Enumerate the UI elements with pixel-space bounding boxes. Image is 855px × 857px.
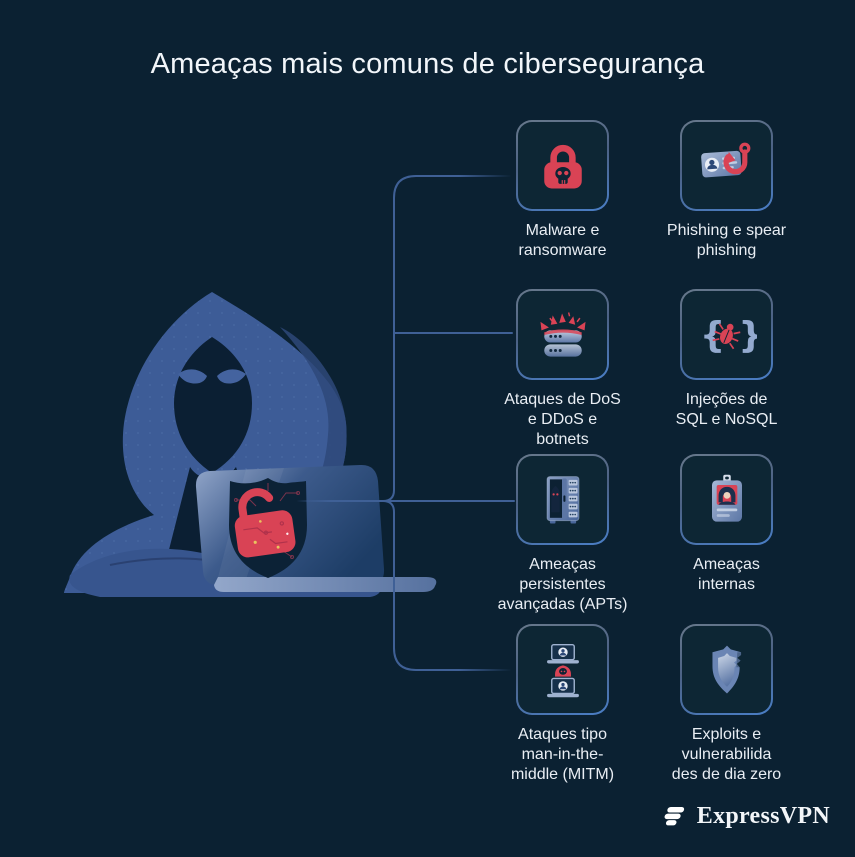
mitm-laptops-icon: [546, 643, 579, 697]
threat-insider: Ameaças internas: [680, 454, 773, 593]
threat-label: Injeções de SQL e NoSQL: [675, 391, 778, 428]
threat-zero-day: Exploits e vulnerabilida des de dia zero: [672, 624, 781, 783]
threat-label: Malware e ransomware: [518, 222, 607, 259]
svg-text:}: }: [738, 315, 757, 356]
top-laptop: [546, 643, 579, 663]
threat-card: [680, 454, 773, 545]
threat-label: Ameaças internas: [693, 556, 760, 593]
threat-card: [516, 120, 609, 211]
threat-card: [516, 454, 609, 545]
threat-card: [680, 624, 773, 715]
code-braces-bug-icon: { }: [699, 315, 757, 356]
ddos-servers-icon: [540, 311, 585, 357]
threat-dos-ddos: Ataques de DoS e DDoS e botnets: [504, 289, 621, 448]
id-badge-icon: [711, 474, 742, 522]
threat-malware: Malware e ransomware: [516, 120, 609, 259]
threat-label: Phishing e spear phishing: [666, 222, 787, 259]
shield-emblem: [229, 478, 307, 578]
threat-sql-injection: { } Injeções de SQL e NoSQL: [676, 289, 777, 428]
threat-apt: Ameaças persistentes avançadas (APTs): [498, 454, 627, 613]
hacker-body: [64, 292, 370, 593]
interceptor: [554, 664, 571, 677]
lock-skull-icon: [543, 144, 582, 188]
threat-card: { }: [680, 289, 773, 380]
threat-card: [680, 120, 773, 211]
hacker-arm: [69, 548, 382, 597]
laptop-base: [214, 577, 437, 592]
threat-mitm: Ataques tipo man-in-the- middle (MITM): [511, 624, 614, 783]
threat-label: Ameaças persistentes avançadas (APTs): [497, 556, 628, 613]
laptop: [195, 464, 385, 585]
bottom-laptop: [546, 677, 579, 697]
threat-label: Ataques tipo man-in-the- middle (MITM): [510, 726, 615, 783]
open-padlock-icon: [234, 488, 296, 558]
hacker-face: [174, 337, 252, 473]
hacker-eye-right: [217, 369, 246, 384]
phishing-hook-icon: [700, 142, 750, 177]
threat-phishing: Phishing e spear phishing: [667, 120, 786, 259]
threat-label: Exploits e vulnerabilida des de dia zero: [671, 726, 782, 783]
hacker-illustration: [64, 292, 437, 597]
threat-card: [516, 624, 609, 715]
server-rack-intruder-icon: [546, 475, 579, 523]
threat-card: [516, 289, 609, 380]
expressvpn-logo-icon: [664, 806, 685, 826]
page-title: Ameaças mais comuns de cibersegurança: [150, 48, 705, 80]
cracked-shield-icon: [711, 645, 741, 693]
brand-name: ExpressVPN: [696, 802, 830, 829]
circuit-traces: [234, 483, 300, 559]
threat-label: Ataques de DoS e DDoS e botnets: [504, 391, 621, 448]
brand-footer: ExpressVPN: [660, 795, 830, 837]
hacker-eye-left: [178, 369, 207, 384]
